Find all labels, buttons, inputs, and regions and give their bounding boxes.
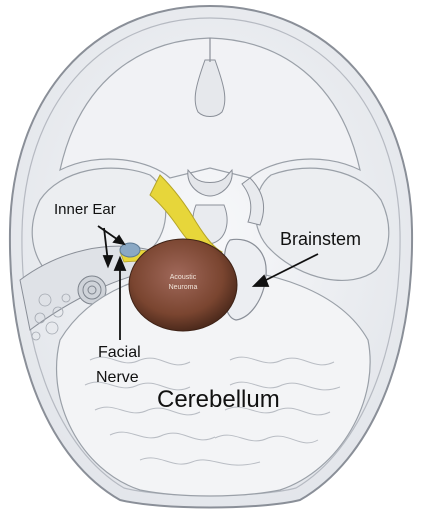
facial-nerve-label-line2: Nerve [96, 369, 139, 387]
tumor-label-line2: Neuroma [143, 284, 223, 291]
brainstem-label: Brainstem [280, 229, 361, 250]
inner-ear-label: Inner Ear [54, 201, 116, 218]
tumor-label-line1: Acoustic [143, 274, 223, 281]
facial-nerve-label-line1: Facial [98, 344, 141, 362]
cerebellum-label: Cerebellum [157, 386, 280, 414]
inner-ear-shape [120, 243, 140, 257]
